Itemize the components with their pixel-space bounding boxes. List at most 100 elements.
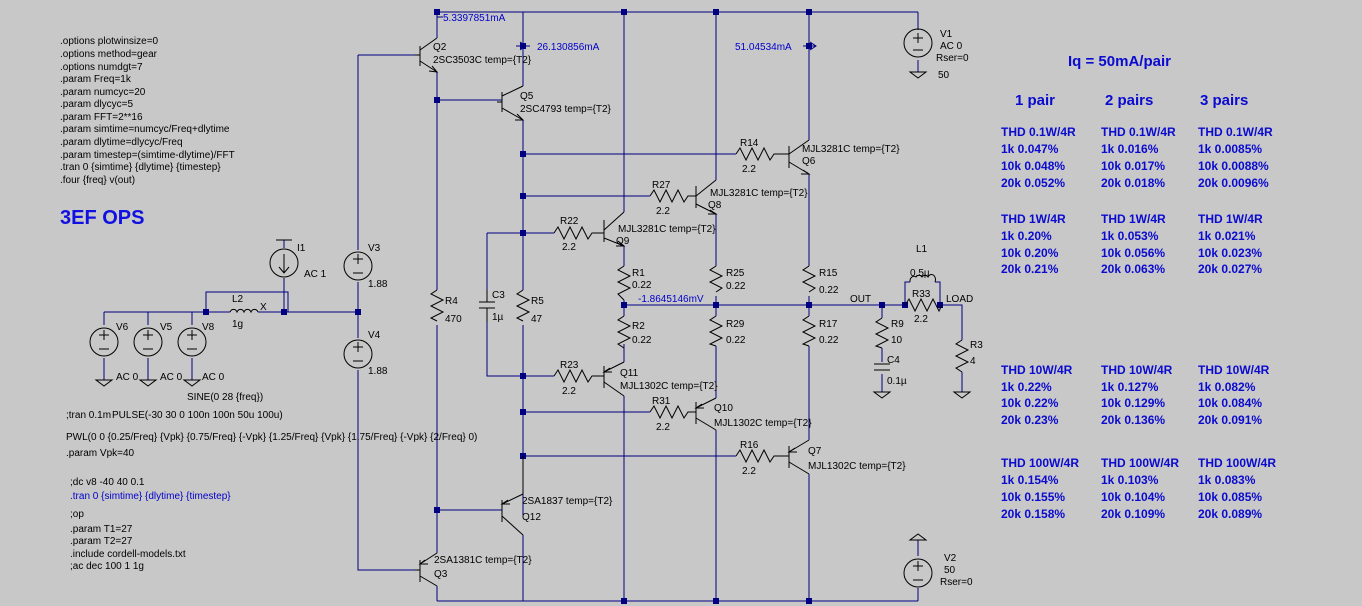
group-label: THD 10W/4R	[1101, 363, 1173, 377]
directive-2: .options method=gear	[60, 49, 158, 60]
r31-name: R31	[652, 396, 671, 407]
r23-value: 2.2	[562, 386, 576, 397]
result-cell: 20k 0.063%	[1101, 262, 1165, 276]
r25-value: 0.22	[726, 281, 746, 292]
result-cell: 20k 0.23%	[1001, 413, 1059, 427]
load-net-label: LOAD	[946, 294, 973, 305]
result-cell: 20k 0.091%	[1198, 413, 1262, 427]
q10-model: MJL1302C temp={T2}	[714, 418, 812, 429]
r9-name: R9	[891, 319, 904, 330]
v2-value: 50	[944, 565, 956, 576]
q12-model: 2SA1837 temp={T2}	[522, 496, 613, 507]
r16-value: 2.2	[742, 466, 756, 477]
result-cell: 10k 0.22%	[1001, 396, 1059, 410]
v4-name: V4	[368, 330, 381, 341]
r17-value: 0.22	[819, 335, 839, 346]
q11-model: MJL1302C temp={T2}	[620, 381, 718, 392]
r33-name: R33	[912, 289, 931, 300]
result-cell: 1k 0.127%	[1101, 380, 1159, 394]
current-q5: 26.130856mA	[537, 42, 600, 53]
directive-10: .param timestep=(simtime-dlytime)/FFT	[60, 150, 235, 161]
c3-value: 1µ	[492, 312, 504, 323]
r3-value: 4	[970, 356, 976, 367]
l1-name: L1	[916, 244, 928, 255]
sine-directive: SINE(0 28 {freq})	[187, 392, 263, 403]
q9-name: Q9	[616, 236, 630, 247]
pulse-directive: PULSE(-30 30 0 100n 100n 50u 100u)	[112, 410, 283, 421]
r5-value: 47	[531, 314, 543, 325]
sources	[89, 28, 972, 588]
q7-name: Q7	[808, 446, 822, 457]
results-heading: Iq = 50mA/pair	[1068, 53, 1171, 70]
directive-5: .param numcyc=20	[60, 87, 146, 98]
result-cell: 20k 0.109%	[1101, 507, 1165, 521]
result-cell: 1k 0.154%	[1001, 473, 1059, 487]
q8-model: MJL3281C temp={T2}	[710, 188, 808, 199]
result-cell: 1k 0.021%	[1198, 229, 1256, 243]
q2-model: 2SC3503C temp={T2}	[433, 55, 532, 66]
l1-value: 0.5µ	[910, 268, 930, 279]
result-cell: 10k 0.155%	[1001, 490, 1065, 504]
result-cell: 1k 0.083%	[1198, 473, 1256, 487]
r17-name: R17	[819, 319, 838, 330]
q7-model: MJL1302C temp={T2}	[808, 461, 906, 472]
result-cell: 1k 0.0085%	[1198, 142, 1262, 156]
reactive-parts	[229, 273, 936, 371]
tran-comment: ;tran 0.1m	[66, 410, 111, 421]
q3-model: 2SA1381C temp={T2}	[434, 555, 532, 566]
r15-value: 0.22	[819, 285, 839, 296]
junctions	[203, 9, 943, 604]
r23-name: R23	[560, 360, 579, 371]
v3-value: 1.88	[368, 279, 388, 290]
l2-value: 1g	[232, 319, 243, 330]
directive-7: .param FFT=2**16	[60, 112, 143, 123]
result-cell: 10k 0.104%	[1101, 490, 1165, 504]
v5-name: V5	[160, 322, 173, 333]
result-cell: 10k 0.20%	[1001, 246, 1059, 260]
group-label: THD 1W/4R	[1101, 212, 1166, 226]
column-header-3: 3 pairs	[1200, 92, 1248, 109]
current-q6: 51.04534mA	[735, 42, 792, 53]
ac-directive: ;ac dec 100 1 1g	[70, 561, 144, 572]
v1-line2: Rser=0	[936, 53, 969, 64]
result-cell: 10k 0.056%	[1101, 246, 1165, 260]
directive-3: .options numdgt=7	[60, 62, 143, 73]
group-label: THD 1W/4R	[1001, 212, 1066, 226]
q3-name: Q3	[434, 569, 448, 580]
directive-1: .options plotwinsize=0	[60, 36, 159, 47]
c4-name: C4	[887, 355, 900, 366]
q9-model: MJL3281C temp={T2}	[618, 224, 716, 235]
q5-name: Q5	[520, 91, 534, 102]
group-label: THD 0.1W/4R	[1198, 125, 1273, 139]
result-cell: 1k 0.047%	[1001, 142, 1059, 156]
group-label: THD 100W/4R	[1101, 456, 1179, 470]
group-label: THD 10W/4R	[1198, 363, 1270, 377]
r2-value: 0.22	[632, 335, 652, 346]
result-cell: 1k 0.22%	[1001, 380, 1052, 394]
include-directive: .include cordell-models.txt	[70, 549, 186, 560]
r22-value: 2.2	[562, 242, 576, 253]
directive-9: .param dlytime=dlycyc/Freq	[60, 137, 183, 148]
r27-name: R27	[652, 180, 671, 191]
column-header-2: 2 pairs	[1105, 92, 1153, 109]
r1-value: 0.22	[632, 280, 652, 291]
result-cell: 20k 0.089%	[1198, 507, 1262, 521]
v6-value: AC 0	[116, 372, 139, 383]
column-header-1: 1 pair	[1015, 92, 1055, 109]
v3-name: V3	[368, 243, 381, 254]
tran-directive: .tran 0 {simtime} {dlytime} {timestep}	[70, 491, 231, 502]
q11-name: Q11	[620, 368, 639, 379]
r27-value: 2.2	[656, 206, 670, 217]
result-cell: 20k 0.158%	[1001, 507, 1065, 521]
r29-name: R29	[726, 319, 745, 330]
op-annotations: 5.3397851mA 26.130856mA 51.04534mA -1.86…	[437, 13, 817, 305]
v6-name: V6	[116, 322, 129, 333]
v2-name: V2	[944, 553, 957, 564]
c4-value: 0.1µ	[887, 376, 907, 387]
result-cell: 10k 0.0088%	[1198, 159, 1269, 173]
r33-value: 2.2	[914, 314, 928, 325]
dc-directive: ;dc v8 -40 40 0.1	[70, 477, 145, 488]
thd-results: Iq = 50mA/pair 1 pair 2 pairs 3 pairs TH…	[1001, 53, 1276, 521]
r25-name: R25	[726, 268, 745, 279]
